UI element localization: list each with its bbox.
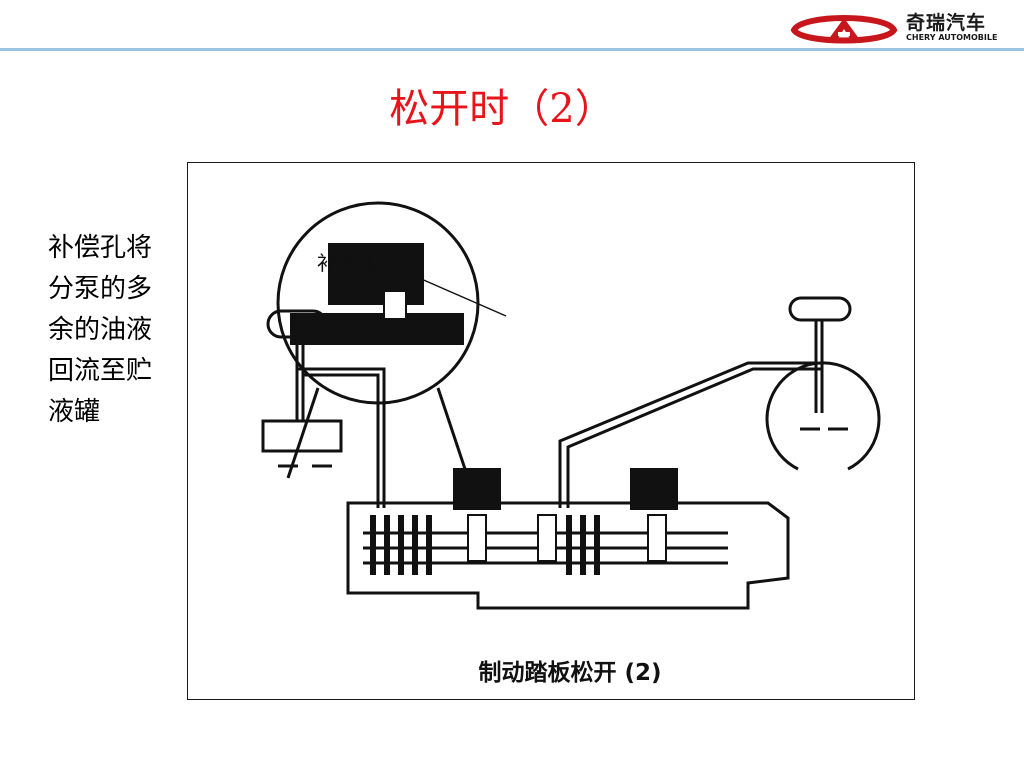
figure-caption: 制动踏板松开 (2)	[478, 660, 662, 686]
master-cylinder-body	[346, 501, 790, 610]
left-wheel-cylinder	[261, 419, 343, 453]
chery-logo: 奇瑞汽车 CHERY AUTOMOBILE	[788, 6, 1018, 48]
drum-brake	[765, 361, 881, 471]
zoom-leader-left	[286, 387, 320, 479]
brake-diagram-figure: 补偿孔 制动踏板松开 (2)	[187, 162, 915, 700]
header-rule	[0, 48, 1024, 51]
brand-name-cn: 奇瑞汽车	[906, 12, 987, 34]
master-cylinder-diagram	[261, 201, 881, 610]
callout-leader	[402, 270, 507, 317]
right-pedal-pad	[788, 296, 852, 322]
compensating-port-label: 补偿孔	[317, 251, 377, 275]
reservoir-left	[453, 468, 501, 510]
reservoir-right	[630, 468, 678, 510]
zoom-leader-right	[436, 387, 470, 479]
chery-emblem-icon	[790, 15, 898, 44]
brand-name-en: CHERY AUTOMOBILE	[906, 33, 998, 42]
side-note: 补偿孔将分泵的多余的油液回流至贮液罐	[48, 233, 153, 427]
slide-title: 松开时（2）	[389, 86, 615, 132]
zoom-bore	[290, 313, 464, 345]
